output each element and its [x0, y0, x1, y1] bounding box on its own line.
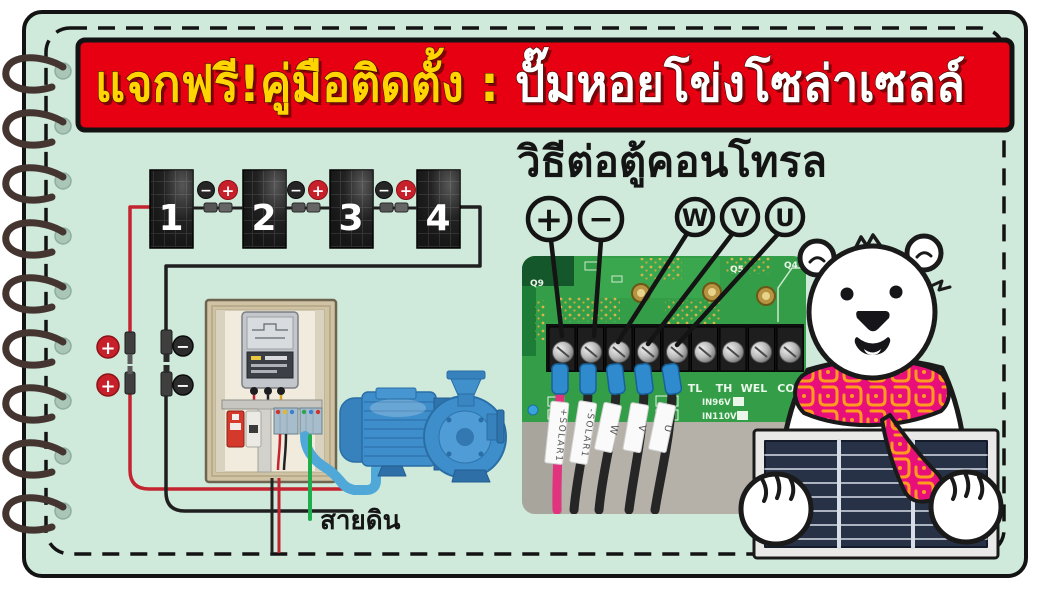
- terminal-pointer-lines: [548, 229, 781, 348]
- pcb-silkscreen-q9: Q9: [530, 279, 544, 289]
- panel-number: 3: [338, 198, 363, 239]
- minus-icon: −: [290, 183, 302, 199]
- plus-icon: +: [222, 182, 235, 200]
- dashed-border: [44, 26, 1006, 556]
- circle-w: W: [682, 204, 708, 232]
- pump-cable-blue: [300, 431, 381, 495]
- title-banner: แจกฟรี!คู่มือติดตั้ง : ปั๊มหอยโข่งโซล่าเ…: [75, 37, 1015, 133]
- banner-background: [75, 37, 1015, 133]
- panel-number: 4: [425, 198, 450, 239]
- series-link-3-4: − +: [373, 180, 417, 213]
- solar-panel-4: 4: [416, 169, 461, 249]
- bear-paw-left: [738, 471, 814, 547]
- circle-minus: −: [588, 202, 613, 237]
- banner-text-shadow: แจกฟรี!คู่มือติดตั้ง : ปั๊มหอยโข่งโซล่าเ…: [98, 50, 968, 118]
- solar-panel-1: 1: [149, 169, 194, 249]
- mounting-rail: [221, 399, 323, 410]
- bear-eye-left: [840, 287, 854, 301]
- banner-prefix: แจกฟรี!คู่มือติดตั้ง :: [95, 47, 515, 115]
- minus-icon: −: [200, 183, 212, 199]
- series-link-2-3: − +: [286, 180, 330, 213]
- mc4-connector-rows: + − + −: [96, 329, 194, 397]
- ground-wire-label: สายดิน: [320, 506, 401, 536]
- label-in96v: IN96V: [702, 398, 731, 408]
- plus-icon: +: [312, 182, 325, 200]
- terminal-silkscreen-labels: TL TH WEL CO: [688, 382, 795, 395]
- solar-panel-array: 1 2 3 4: [149, 169, 461, 249]
- mc4-row-1: + −: [96, 329, 194, 364]
- terminal-label-circles: + − W V U: [525, 195, 806, 243]
- pv-negative-wire: [164, 205, 482, 332]
- mc4-row-2: + −: [96, 365, 194, 397]
- minus-icon: −: [176, 376, 189, 395]
- bear-nose: [856, 311, 890, 332]
- label-wel: WEL: [741, 382, 768, 395]
- terminal-screws: [552, 341, 801, 363]
- polar-bear-mascot: [738, 233, 1004, 560]
- internal-black-wire: [282, 433, 288, 471]
- series-link-1-2: − +: [193, 180, 243, 213]
- pump-controller-unit: [241, 311, 299, 401]
- circle-v: V: [731, 204, 750, 232]
- pv-negative-wire-lower: [164, 392, 354, 513]
- wire-tags: +SOLAR1 -SOLAR1 W V U: [544, 400, 676, 465]
- plus-icon: +: [100, 338, 115, 359]
- plus-icon: +: [100, 376, 115, 397]
- minus-icon: −: [176, 337, 189, 356]
- pcb-silkscreen-q5: Q5: [730, 265, 744, 275]
- bear-mouth: [854, 337, 891, 355]
- bear-paw-right: [928, 469, 1004, 545]
- tag-w: W: [607, 424, 620, 436]
- crimp-sleeves: [551, 362, 683, 396]
- panel-number: 2: [251, 198, 276, 239]
- internal-red-wire: [276, 433, 282, 471]
- pcb-silkscreen-q4: Q4: [784, 261, 798, 271]
- bear-scarf-tail: [880, 413, 945, 504]
- label-tl: TL: [688, 382, 703, 395]
- label-co: CO: [777, 382, 794, 395]
- solar-panel-2: 2: [242, 169, 287, 249]
- circle-plus: +: [535, 200, 564, 240]
- bear-hair-tuft: [854, 233, 882, 249]
- label-in110v: IN110V: [702, 412, 737, 422]
- water-pump: [339, 370, 507, 483]
- section-heading: วิธีต่อตู้คอนโทรล: [516, 137, 827, 188]
- panel-number: 1: [158, 198, 183, 239]
- banner-text: แจกฟรี!คู่มือติดตั้ง : ปั๊มหอยโข่งโซล่าเ…: [95, 47, 965, 115]
- label-th: TH: [716, 382, 733, 395]
- dc-breaker: [226, 410, 262, 448]
- circle-u: U: [775, 204, 795, 232]
- minus-icon: −: [378, 183, 390, 199]
- inter-panel-connectors: − + − + − +: [193, 180, 417, 213]
- terminal-strip: [273, 407, 323, 435]
- control-box: [204, 298, 338, 484]
- solar-string-wiring: [128, 205, 482, 513]
- bear-eye-right: [889, 285, 903, 299]
- pv-positive-wire-lower: [128, 390, 346, 491]
- solar-panel-3: 3: [329, 169, 374, 249]
- pv-positive-wire: [128, 205, 152, 334]
- tag-v: V: [635, 424, 647, 433]
- tag-u: U: [661, 424, 673, 433]
- bear-cheek-tuft: [929, 279, 952, 292]
- pump-inlet-flange: [446, 370, 486, 380]
- banner-title: ปั๊มหอยโข่งโซล่าเซลล์: [515, 47, 965, 113]
- plus-icon: +: [400, 182, 413, 200]
